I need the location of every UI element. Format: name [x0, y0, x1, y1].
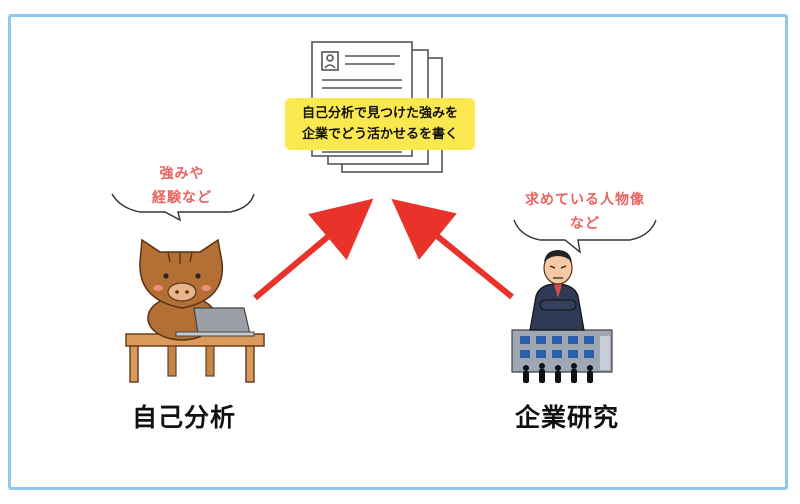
arrow-right-to-document — [391, 198, 514, 300]
right-speech-line-1: 求めている人物像 — [525, 192, 645, 208]
left-speech-line-2: 経験など — [152, 190, 212, 206]
callout-line-2: 企業でどう活かせるを書く — [301, 127, 458, 142]
company-research-label: 企業研究 — [515, 403, 620, 432]
self-analysis-label: 自己分析 — [132, 403, 237, 432]
right-speech-bubble — [513, 219, 657, 254]
arrow-left-to-document — [253, 198, 374, 301]
businessman-on-building-illustration — [511, 250, 613, 383]
document-caption-callout: 自己分析で見つけた強みを 企業でどう活かせるを書く — [285, 98, 475, 150]
left-speech-bubble — [111, 193, 255, 222]
boar-at-laptop-illustration — [125, 238, 265, 383]
right-speech-text: 求めている人物像 など — [515, 188, 655, 236]
callout-line-1: 自己分析で見つけた強みを — [301, 106, 458, 121]
left-speech-line-1: 強みや — [159, 166, 205, 182]
right-speech-line-2: など — [570, 216, 600, 232]
left-speech-text: 強みや 経験など — [130, 162, 234, 210]
